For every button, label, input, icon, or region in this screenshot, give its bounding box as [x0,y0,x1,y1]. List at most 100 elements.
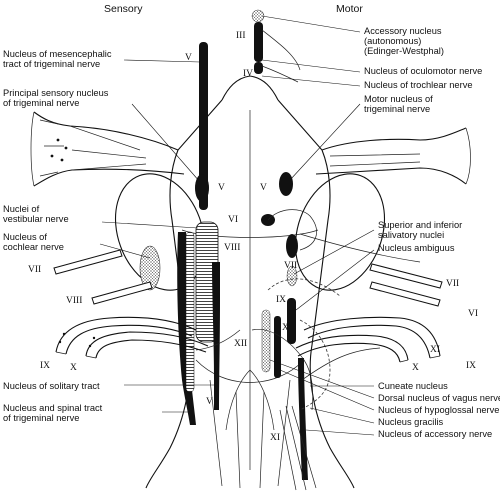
spinal-columns [209,379,291,489]
numeral-label: VI [468,309,478,319]
facial-nerve-fibers [299,233,421,263]
midbrain-cap [221,75,279,101]
label-accessory-ew-line: (autonomous) [364,36,421,46]
numeral-label: V [185,53,192,63]
accessory-rootlets [279,405,317,491]
numeral-label: V [218,183,225,193]
right-leader-lines [261,15,375,436]
dashed-path-upper [267,278,341,297]
dashed-path-right [299,319,331,411]
left-nerve-x [85,331,209,357]
label-motor-trigeminal-line: Motor nucleus of [364,94,433,104]
left-nerve-ix [55,316,197,353]
right-peduncle-outline [294,173,386,291]
hypoglossal-fibers-left [195,329,241,351]
left-leader-lines [99,59,214,413]
label-oculomotor: Nucleus of oculomotor nerve [364,66,482,76]
label-accessory: Nucleus of accessory nerve [378,429,492,439]
right-trigeminal-nerve [315,127,471,185]
cuneate-outline [251,328,314,411]
header-motor: Motor [336,3,363,15]
nucleus-ambiguus [287,298,296,344]
right-labels: Accessory nucleus(autonomous)(Edinger-We… [364,26,500,439]
numeral-label: X [70,363,77,373]
trochlear-fibers [261,65,299,83]
accessory-nucleus-column [298,358,308,480]
label-cuneate: Cuneate nucleus [378,381,448,391]
label-cuneate-line: Cuneate nucleus [378,381,448,391]
label-solitary: Nucleus of solitary tract [3,381,100,391]
hypoglossal-nucleus [274,316,281,378]
dorsal-vagus-nucleus [261,309,271,373]
numeral-label: XI [270,433,280,443]
label-ambiguus-line: Nucleus ambiguus [378,243,455,253]
facial-genu [267,209,317,251]
numeral-label: VII [28,265,41,275]
label-dorsal-vagus-line: Dorsal nucleus of vagus nerve [378,393,500,403]
label-vestibular-line: Nuclei of [3,204,40,214]
numeral-label: IX [466,361,476,371]
label-solitary-line: Nucleus of solitary tract [3,381,100,391]
label-motor-trigeminal-line: trigeminal nerve [364,104,430,114]
label-spinal-trigeminal-line: Nucleus and spinal tract [3,403,103,413]
numeral-label: V [260,183,267,193]
oculomotor-fibers [261,29,301,71]
pons-lower-border [181,229,319,238]
label-gracilis-line: Nucleus gracilis [378,417,443,427]
numeral-label: IV [243,69,253,79]
numeral-label: III [236,31,246,41]
label-accessory-ew-line: (Edinger-Westphal) [364,46,444,56]
trochlear-nucleus [254,62,263,74]
right-nerve-xi-fibers [301,347,381,381]
right-nerve-ix [303,316,441,357]
label-mesencephalic-line: tract of trigeminal nerve [3,59,100,69]
label-salivatory-line: Superior and inferior [378,220,462,230]
numeral-label: VII [446,279,459,289]
left-trigeminal-nerve [30,111,185,187]
principal-sensory-nucleus [195,174,209,202]
numeral-label: XII [234,339,247,349]
numeral-label: XI [430,345,440,355]
left-nerve-viii [91,281,153,305]
label-gracilis: Nucleus gracilis [378,417,443,427]
right-nerve-roots [295,263,443,381]
brainstem-right-side [277,99,355,489]
label-oculomotor-line: Nucleus of oculomotor nerve [364,66,482,76]
label-accessory-ew: Accessory nucleus(autonomous)(Edinger-We… [364,26,444,56]
label-ambiguus: Nucleus ambiguus [378,243,455,253]
right-nerve-x [295,334,409,361]
numeral-label: X [282,323,289,333]
label-trochlear: Nucleus of trochlear nerve [364,80,473,90]
label-spinal-trigeminal-line: of trigeminal nerve [3,413,79,423]
numeral-label: IX [40,361,50,371]
cochlear-nucleus [139,245,161,291]
numeral-label: VI [228,215,238,225]
lower-fibers [225,369,275,431]
label-accessory-line: Nucleus of accessory nerve [378,429,492,439]
facial-nucleus [286,234,298,258]
label-hypoglossal-line: Nucleus of hypoglossal nerve [378,405,499,415]
motor-trigeminal-nucleus [279,172,293,196]
oculomotor-nucleus [254,22,263,62]
label-mesencephalic-line: Nucleus of mesencephalic [3,49,112,59]
spinal-trigeminal-nucleus [185,231,195,393]
label-cochlear-line: Nucleus of [3,232,47,242]
brainstem-outline [145,75,355,489]
right-nerve-vii [369,263,443,289]
numeral-label: V [206,397,213,407]
left-nerve-vii [53,249,123,275]
label-cochlear-line: cochlear nerve [3,242,64,252]
label-dorsal-vagus: Dorsal nucleus of vagus nerve [378,393,500,403]
label-principal-sensory-line: of trigeminal nerve [3,98,79,108]
salivatory-nuclei [286,265,298,287]
left-nerve-roots [53,249,209,359]
